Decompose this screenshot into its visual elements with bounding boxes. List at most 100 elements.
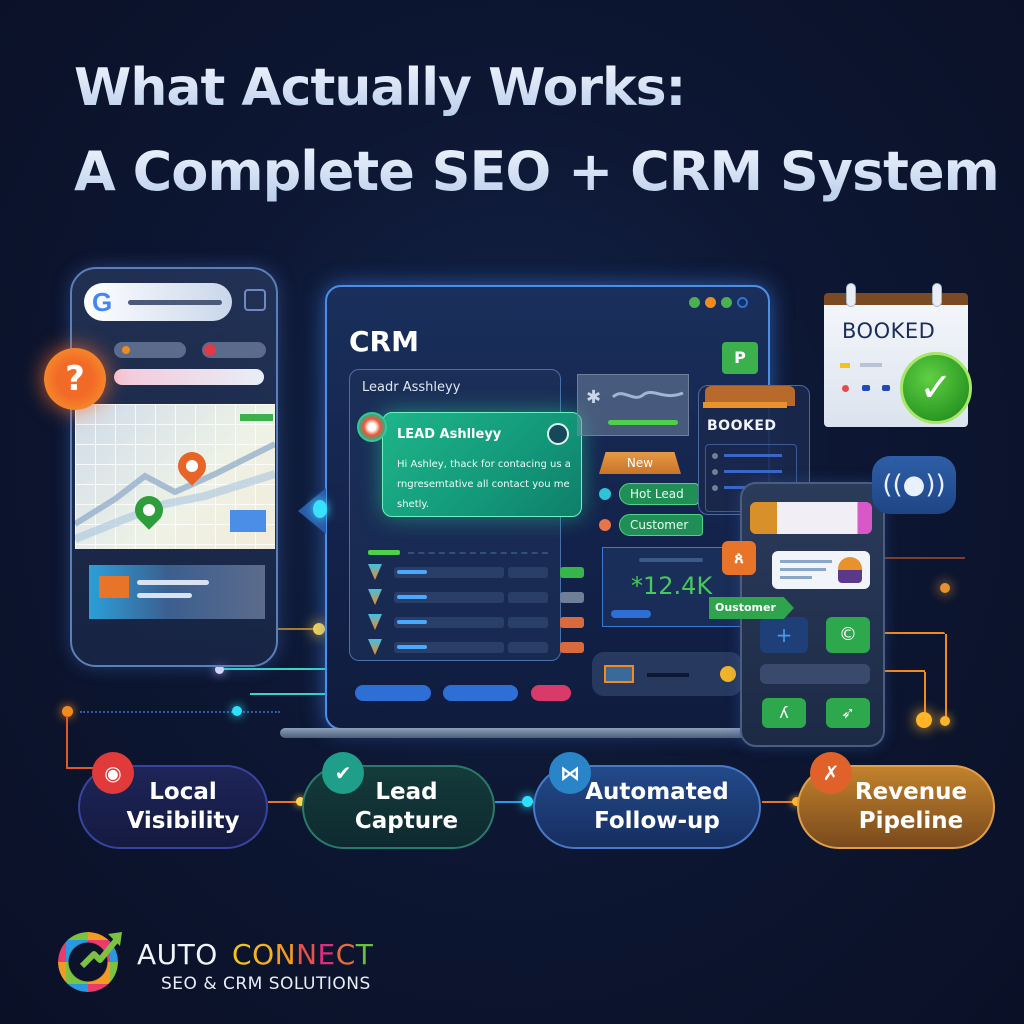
glow-dot (62, 706, 73, 717)
glow-dot (232, 706, 242, 716)
status-dot (204, 344, 216, 356)
share-icon[interactable] (244, 289, 266, 311)
activity-graph-card[interactable]: ✱ (577, 374, 689, 436)
glow-dot (522, 796, 533, 807)
listing-card[interactable] (230, 510, 266, 532)
call-button[interactable]: © (826, 617, 870, 653)
lead-row[interactable] (368, 614, 584, 630)
calendar-ring (846, 283, 856, 307)
lead-row[interactable] (368, 589, 584, 605)
broadcast-icon[interactable]: ((●)) (872, 456, 956, 514)
listing-text-bar (137, 593, 192, 598)
status-dot (122, 346, 130, 354)
seo-phone-mockup: G (70, 267, 278, 667)
team-icon: ጰ (722, 541, 756, 575)
google-search-bar[interactable]: G (84, 283, 232, 321)
panel-header-bar (368, 550, 400, 555)
glow-dot (940, 716, 950, 726)
headline-line-1: What Actually Works: (74, 58, 686, 118)
checkmark-icon: ✓ (900, 352, 972, 424)
lead-badge-icon (368, 564, 382, 580)
tag-hot-lead[interactable]: Hot Lead (619, 483, 699, 505)
automation-icon: ⋈ (549, 752, 591, 794)
glow-dot (916, 712, 932, 728)
circuit-line (945, 634, 947, 719)
listing-text-bar (137, 580, 209, 585)
circuit-line (885, 557, 965, 559)
lead-status-tag (560, 642, 584, 653)
google-g-icon: G (92, 287, 113, 317)
growth-arrow-icon (79, 932, 122, 969)
run-button[interactable]: ʎ (762, 698, 806, 728)
window-dot[interactable] (689, 297, 700, 308)
notification-card[interactable] (750, 502, 872, 534)
lead-badge-icon (368, 614, 382, 630)
booked-tab-stripe (703, 402, 787, 408)
status-dot-orange (599, 519, 611, 531)
pipeline-connector (495, 801, 535, 803)
search-text-placeholder (128, 300, 222, 305)
card-icon (604, 665, 634, 683)
circuit-line (885, 632, 945, 634)
ranking-chart-line (75, 441, 275, 543)
chat-settings-icon[interactable] (547, 423, 569, 445)
payment-card[interactable] (592, 652, 742, 696)
chat-message: Hi Ashley, thack for contacing us a rngr… (397, 459, 571, 510)
lead-row[interactable] (368, 639, 584, 655)
lead-status-tag (560, 617, 584, 628)
lead-row[interactable] (368, 564, 584, 580)
share-button[interactable]: ➶ (826, 698, 870, 728)
contact-card[interactable] (772, 551, 870, 589)
revenue-slider[interactable] (611, 610, 651, 618)
action-button-secondary[interactable] (443, 685, 518, 701)
status-dot-cyan (599, 488, 611, 500)
circuit-line-dotted (80, 711, 280, 713)
search-result-bar[interactable] (114, 369, 264, 385)
add-button[interactable]: + (760, 617, 808, 653)
circuit-line (250, 693, 325, 695)
circuit-line (278, 628, 328, 630)
calendar-booked-label: BOOKED (842, 319, 936, 343)
tag-customer[interactable]: Customer (619, 514, 704, 536)
message-bar[interactable] (760, 664, 870, 684)
circuit-line (885, 670, 925, 672)
lead-status-tag (560, 567, 584, 578)
card-bar (647, 673, 689, 677)
revenue-header-bar (639, 558, 703, 562)
filter-pill[interactable] (114, 342, 186, 358)
brand-word-connect: CONNECT (232, 938, 374, 971)
map-view[interactable] (75, 404, 275, 549)
action-button-danger[interactable] (531, 685, 571, 701)
lead-badge-icon (368, 639, 382, 655)
svg-text:✱: ✱ (586, 387, 601, 408)
glow-dot (313, 500, 327, 518)
circuit-line (66, 767, 101, 769)
business-listing-card[interactable] (89, 565, 265, 619)
lead-badge-icon (368, 589, 382, 605)
headline-line-2: A Complete SEO + CRM System (74, 140, 1000, 203)
window-dot[interactable] (721, 297, 732, 308)
mobile-app-mockup: + © ʎ ➶ (740, 482, 885, 747)
crm-app-icon[interactable]: P (722, 342, 758, 374)
target-icon: ◉ (92, 752, 134, 794)
circuit-line (220, 668, 325, 670)
customer-flag[interactable]: Oustomer (709, 597, 794, 619)
check-icon: ✔ (322, 752, 364, 794)
growth-icon: ✗ (810, 752, 852, 794)
window-dot[interactable] (737, 297, 748, 308)
brand-tagline: SEO & CRM SOLUTIONS (161, 974, 371, 994)
tag-new[interactable]: New (599, 452, 681, 474)
progress-bar (608, 420, 678, 425)
revenue-value: *12.4K (631, 572, 713, 600)
glow-dot (940, 583, 950, 593)
brand-word-auto: AUTO (137, 938, 218, 971)
action-button-primary[interactable] (355, 685, 431, 701)
glow-dot (215, 665, 224, 674)
filter-pill[interactable] (202, 342, 266, 358)
calendar-ring (932, 283, 942, 307)
window-dot[interactable] (705, 297, 716, 308)
lead-chat-card[interactable]: LEAD Ashlleyy Hi Ashley, thack for conta… (382, 412, 582, 517)
circuit-line (924, 672, 926, 717)
